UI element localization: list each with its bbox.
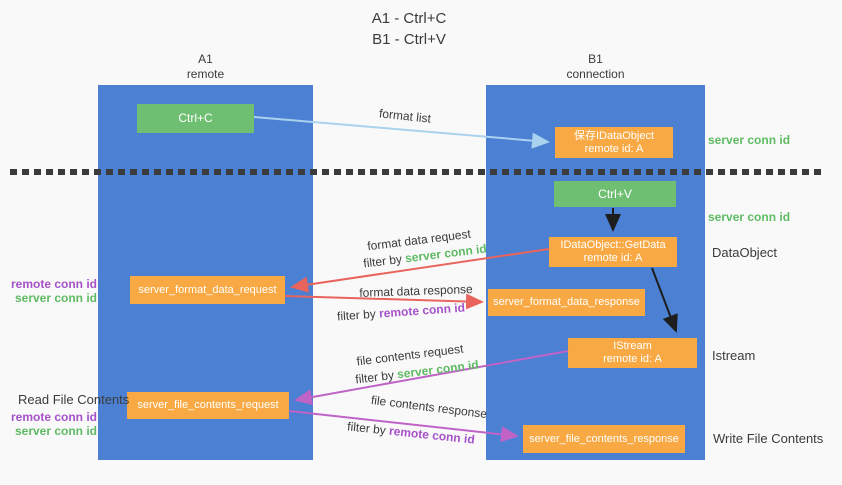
- lane-a1-sub: remote: [186, 67, 225, 81]
- left-label-remote-conn-id-2: remote conn id: [10, 410, 97, 424]
- left-label-read-file-contents: Read File Contents: [18, 392, 130, 407]
- node-server-format-data-request: server_format_data_request: [130, 276, 285, 304]
- fmt-response-label: server_format_data_response: [493, 296, 640, 308]
- istream-line2: remote id: A: [603, 353, 662, 365]
- filter-by-text: filter by: [346, 419, 387, 438]
- label-format-list: format list: [378, 106, 432, 126]
- save-idataobject-line1: 保存IDataObject: [573, 129, 655, 142]
- node-istream: IStream remote id: A: [568, 338, 697, 368]
- label-format-data-response: format data response: [359, 282, 473, 300]
- right-label-server-conn-id-1: server conn id: [708, 133, 791, 147]
- phase-separator-dotted-line: [10, 169, 823, 175]
- lane-header-a1: A1 remote: [98, 52, 313, 82]
- file-request-label: server_file_contents_request: [137, 399, 279, 411]
- node-ctrl-v: Ctrl+V: [554, 181, 676, 207]
- title-line-a1: A1 - Ctrl+C: [371, 10, 447, 27]
- right-label-server-conn-id-2: server conn id: [708, 210, 791, 224]
- ctrl-c-label: Ctrl+C: [178, 111, 213, 125]
- file-response-label: server_file_contents_response: [529, 432, 679, 445]
- left-label-remote-conn-id-1: remote conn id: [10, 277, 97, 291]
- right-label-istream: Istream: [712, 348, 756, 363]
- fmt-request-label: server_format_data_request: [138, 283, 277, 296]
- node-save-idataobject: 保存IDataObject remote id: A: [555, 127, 673, 158]
- left-label-server-conn-id-1: server conn id: [14, 291, 97, 305]
- filter-by-text: filter by: [336, 306, 377, 324]
- istream-line1: IStream: [613, 340, 652, 352]
- label-filter-by-remote-conn-id-2: filter by remote conn id: [347, 419, 476, 446]
- lane-a1-name: A1: [198, 52, 213, 66]
- remote-conn-id-text: remote conn id: [378, 300, 466, 321]
- diagram-title: A1 - Ctrl+C B1 - Ctrl+V: [309, 8, 509, 50]
- remote-conn-id-text: remote conn id: [388, 423, 476, 447]
- ctrl-v-label: Ctrl+V: [598, 186, 632, 201]
- filter-by-text: filter by: [354, 367, 395, 387]
- save-idataobject-line2: remote id: A: [584, 142, 644, 155]
- node-server-format-data-response: server_format_data_response: [488, 289, 645, 316]
- right-label-dataobject: DataObject: [712, 245, 778, 260]
- left-label-server-conn-id-2: server conn id: [14, 424, 97, 438]
- node-idataobject-getdata: IDataObject::GetData remote id: A: [549, 237, 677, 267]
- node-server-file-contents-request: server_file_contents_request: [127, 392, 289, 419]
- node-server-file-contents-response: server_file_contents_response: [523, 425, 685, 453]
- title-line-b1: B1 - Ctrl+V: [372, 31, 446, 48]
- lane-b1-sub: connection: [566, 67, 625, 81]
- getdata-line1: IDataObject::GetData: [560, 239, 666, 251]
- lane-header-b1: B1 connection: [486, 52, 705, 82]
- filter-by-text: filter by: [362, 251, 403, 271]
- node-ctrl-c: Ctrl+C: [137, 104, 254, 133]
- lane-b1-name: B1: [588, 52, 603, 66]
- right-label-write-file-contents: Write File Contents: [713, 431, 824, 446]
- getdata-line2: remote id: A: [583, 252, 643, 264]
- label-file-contents-response: file contents response: [370, 392, 488, 422]
- label-filter-by-remote-conn-id-1: filter by remote conn id: [337, 301, 466, 324]
